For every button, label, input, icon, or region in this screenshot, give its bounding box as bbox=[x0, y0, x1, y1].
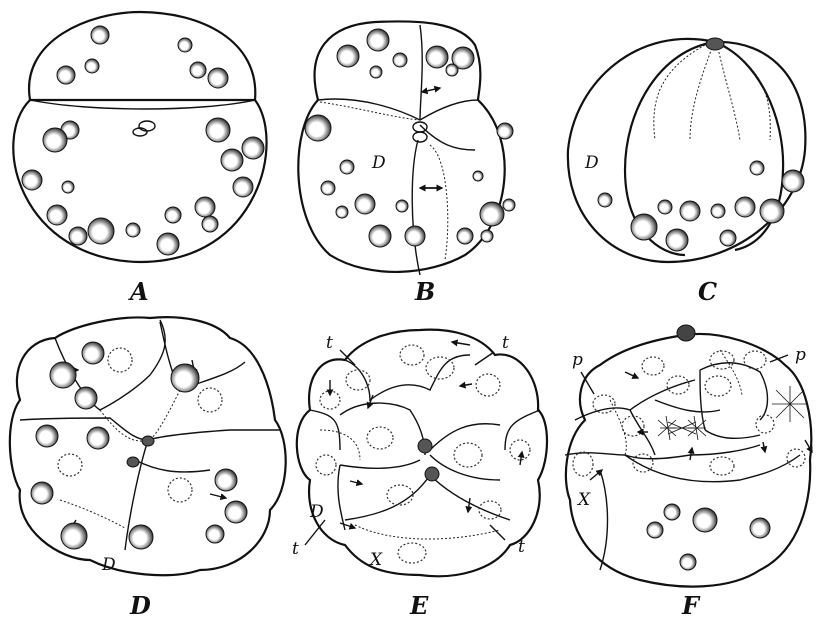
panel-d-letter: D bbox=[129, 591, 151, 620]
panel-f-diagram: p p X F bbox=[565, 325, 812, 620]
panel-d-yolk-granules bbox=[31, 342, 247, 549]
panel-d-label-d: D bbox=[101, 555, 116, 575]
panel-e-label-x: X bbox=[368, 550, 383, 570]
panel-e-label-t-upper-right: t bbox=[502, 333, 509, 353]
panel-e-diagram: t t t t D X E bbox=[292, 330, 547, 620]
panel-b-yolk-granules bbox=[305, 29, 515, 247]
panel-a-letter: A bbox=[128, 277, 149, 306]
panel-f-label-p-right: p bbox=[795, 345, 806, 365]
panel-e-label-d: D bbox=[309, 502, 324, 522]
panel-c-diagram: D C bbox=[568, 38, 806, 306]
panel-f-nuclei bbox=[573, 351, 805, 476]
panel-b-letter: B bbox=[414, 277, 435, 306]
panel-f-label-p-left: p bbox=[572, 350, 583, 370]
panel-a-nucleus bbox=[133, 121, 155, 136]
panel-b-label-d: D bbox=[371, 153, 386, 173]
panel-b-diagram: D B bbox=[298, 21, 515, 306]
panel-f-label-x: X bbox=[576, 490, 591, 510]
panel-e-label-t-lower-left: t bbox=[292, 539, 299, 559]
panel-c-letter: C bbox=[698, 277, 717, 306]
panel-e-label-t-upper-left: t bbox=[326, 333, 333, 353]
panel-f-yolk-granules bbox=[647, 504, 770, 570]
panel-e-letter: E bbox=[409, 591, 429, 620]
panel-f-letter: F bbox=[681, 591, 701, 620]
panel-c-label-d: D bbox=[584, 153, 599, 173]
panel-d-diagram: D D bbox=[10, 317, 286, 620]
panel-e-label-t-lower-right: t bbox=[518, 537, 525, 557]
panel-a-diagram: A bbox=[13, 12, 266, 306]
panel-a-yolk-granules bbox=[22, 26, 264, 255]
